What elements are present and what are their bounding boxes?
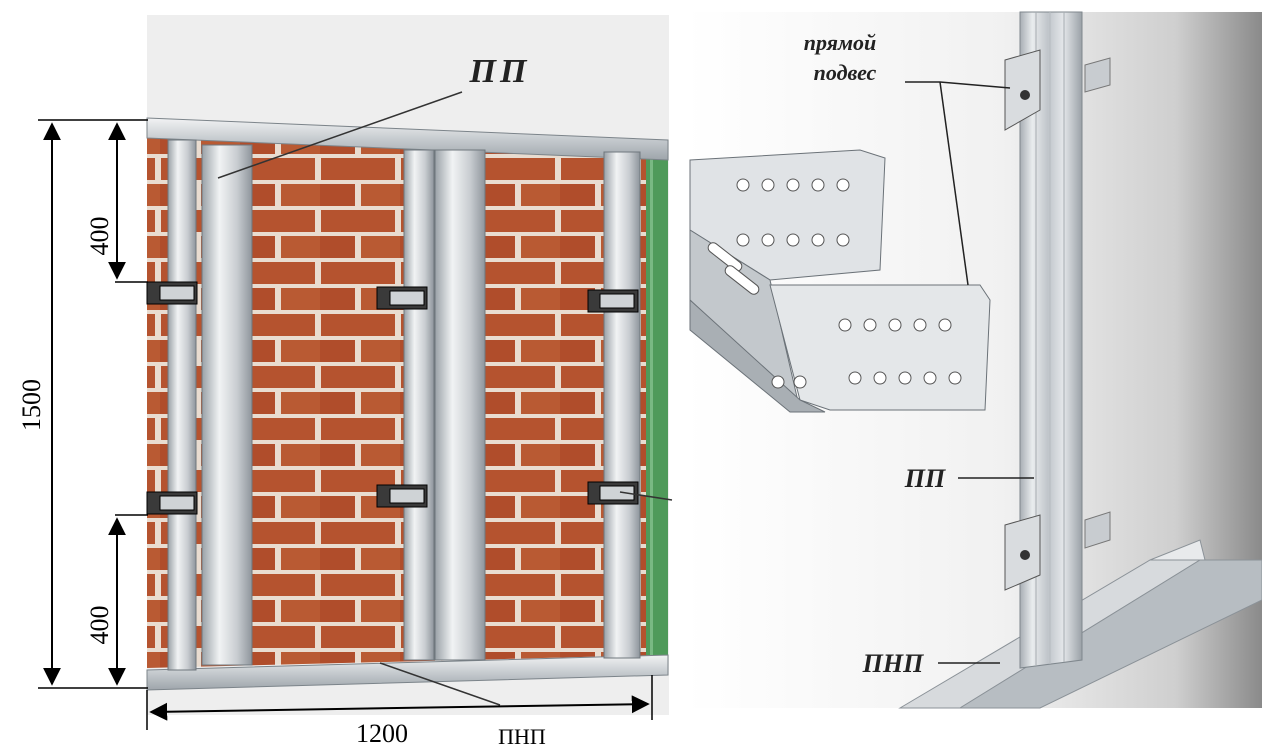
dim-total-height: 1500: [17, 379, 46, 431]
stud-hangers: [1004, 49, 1111, 591]
left-label-bottom: ПНП: [498, 724, 546, 746]
stud-5: [603, 151, 641, 659]
stud-2: [201, 144, 253, 666]
direct-hanger: [689, 149, 991, 413]
stud-4: [434, 149, 486, 661]
dim-width: 1200: [356, 719, 408, 746]
stud-3: [403, 149, 435, 661]
hanger-label-line2: подвес: [814, 60, 877, 85]
hanger-label-line1: прямой: [804, 30, 877, 55]
left-panel: ПП ПНП: [146, 15, 673, 746]
stud-1: [167, 139, 197, 671]
studs: [167, 139, 641, 671]
right-panel: прямой подвес ПП ПНП: [686, 11, 1262, 709]
stud-label: ПП: [904, 464, 946, 493]
leader-line-right: [619, 491, 673, 501]
dim-bottom-spacing: 400: [85, 606, 114, 645]
top-rail: [146, 117, 669, 161]
left-label-top: ПП: [469, 53, 531, 90]
dim-line-width: [149, 695, 650, 721]
drywall-edge: [646, 150, 668, 655]
dim-top-spacing: 400: [85, 217, 114, 256]
dimensions: 1500 400 400 1200: [17, 119, 653, 746]
leader-line-top: [217, 91, 463, 179]
hangers: [146, 281, 639, 515]
track-label: ПНП: [862, 649, 924, 678]
